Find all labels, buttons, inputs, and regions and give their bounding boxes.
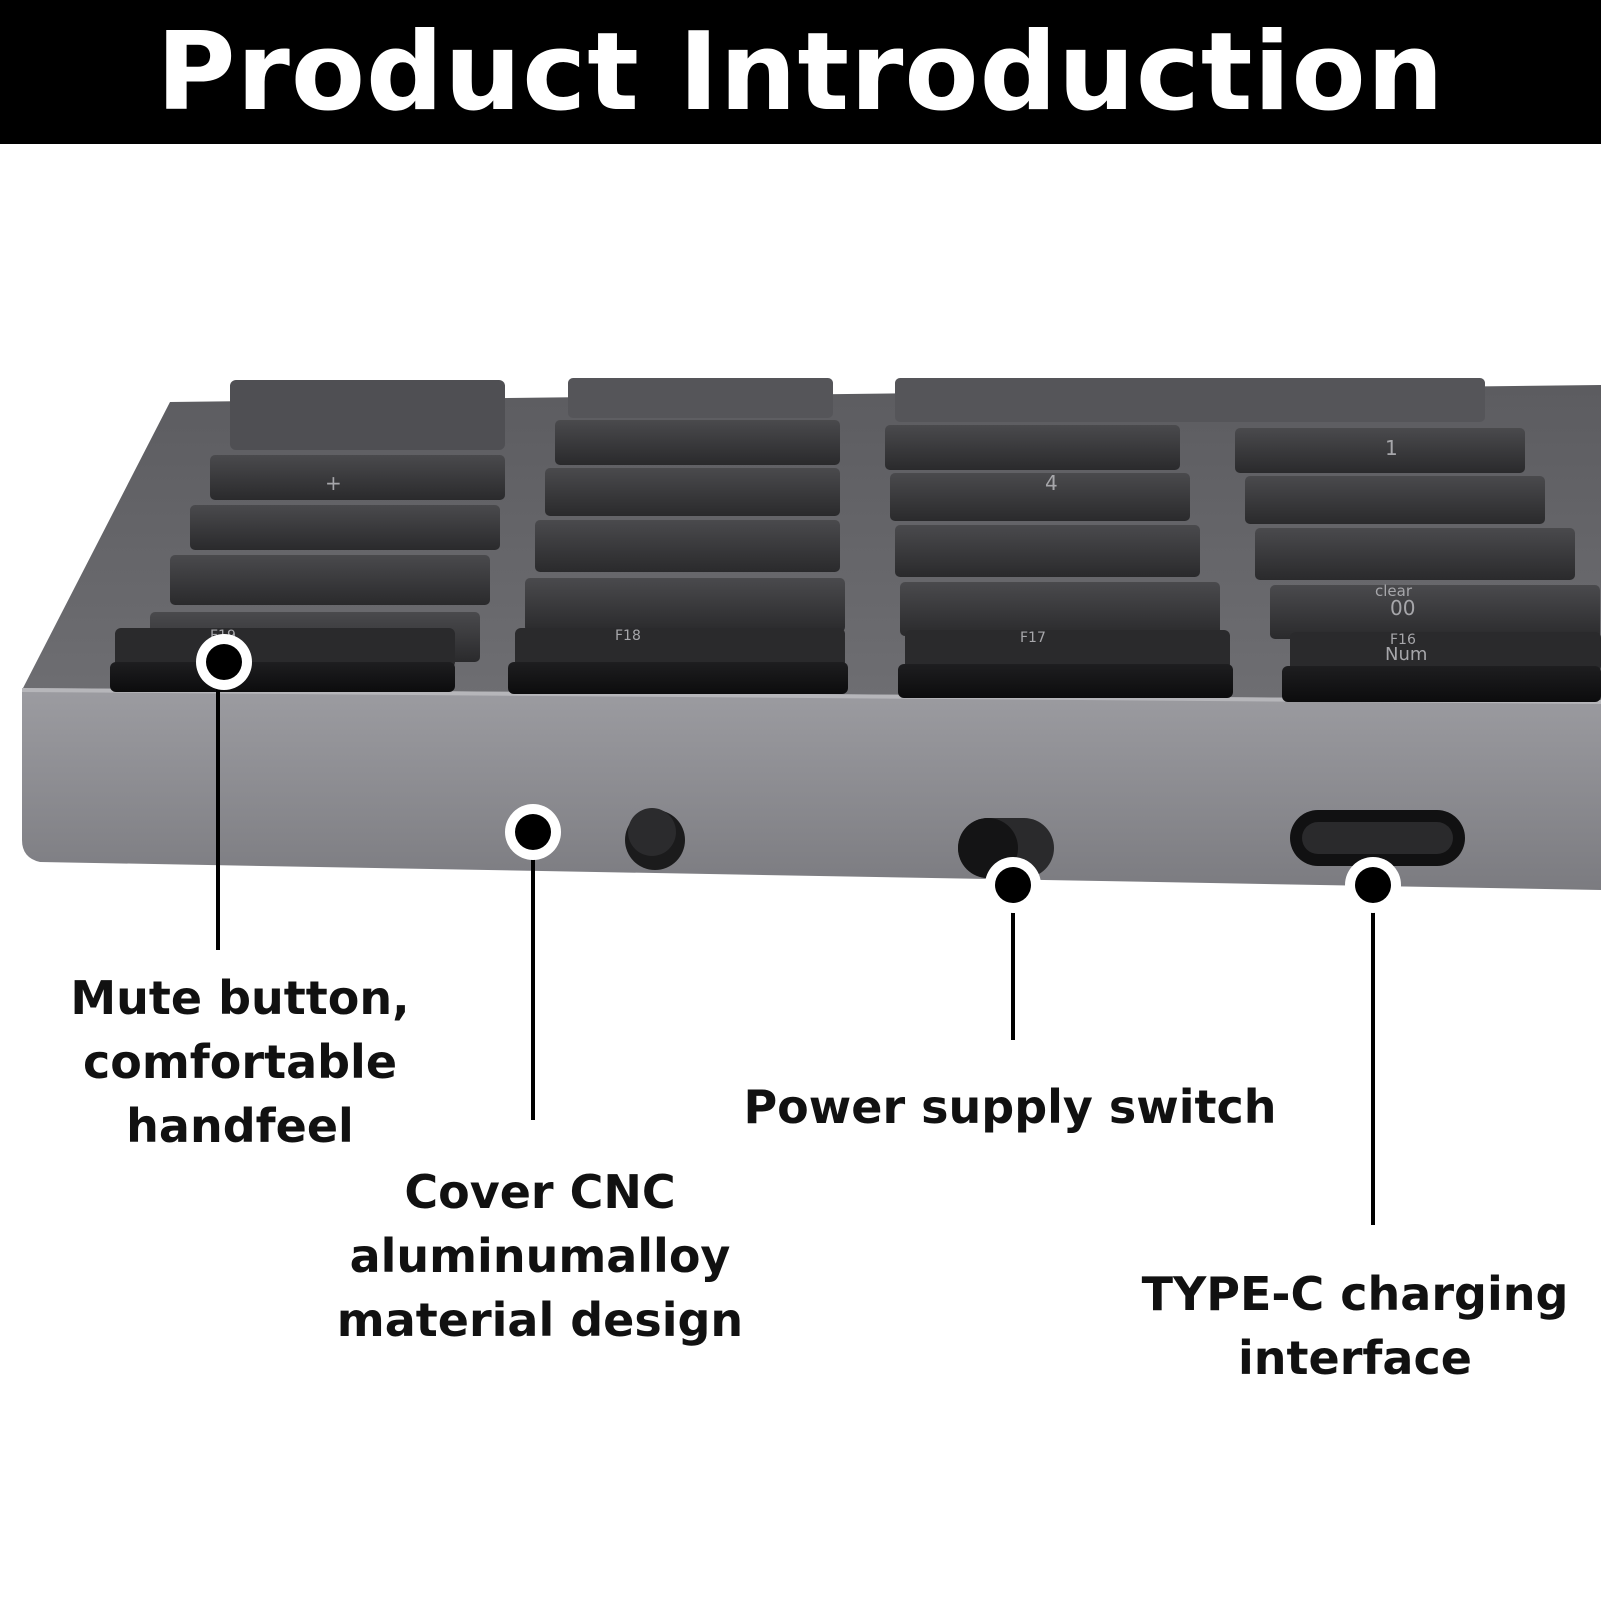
header-banner: Product Introduction — [0, 0, 1601, 144]
key — [555, 420, 840, 465]
key-num — [1290, 632, 1601, 672]
key-legend: + — [325, 471, 342, 495]
key-grid — [110, 378, 1601, 702]
key — [230, 380, 505, 450]
callout-power-switch: Power supply switch — [743, 1080, 1277, 1134]
key-f18 — [515, 628, 845, 668]
key — [568, 378, 833, 418]
callout-cover-material: Cover CNC aluminumalloy material design — [336, 1165, 744, 1347]
key-legend: 4 — [1045, 471, 1058, 495]
key-legends: + 4 1 F19 F18 F17 F16 Num 00 clear — [210, 436, 1427, 665]
key-num-front — [1282, 666, 1601, 702]
key — [170, 555, 490, 605]
key-legend: F16 — [1390, 632, 1416, 648]
callout-markers — [216, 662, 1375, 1225]
key — [525, 578, 845, 632]
key — [885, 425, 1180, 470]
key-legend: 00 — [1390, 596, 1415, 620]
key-legend: 1 — [1385, 436, 1398, 460]
key — [545, 468, 840, 516]
key — [895, 525, 1200, 577]
callout-dots — [196, 634, 1401, 913]
callout-mute-button: Mute button, comfortable handfeel — [70, 971, 410, 1153]
key — [1245, 476, 1545, 524]
key-legend: F17 — [1020, 630, 1046, 646]
key-f17-front — [898, 664, 1233, 698]
key — [895, 378, 1485, 422]
keypad-front-face — [22, 688, 1601, 890]
key — [190, 505, 500, 550]
key — [535, 520, 840, 572]
key — [900, 582, 1220, 636]
key — [1270, 585, 1600, 639]
page-title: Product Introduction — [156, 9, 1445, 135]
key — [890, 473, 1190, 521]
key — [1255, 528, 1575, 580]
key-f17 — [905, 630, 1230, 670]
key-legend: F18 — [615, 628, 641, 644]
callout-typec-port: TYPE-C charging interface — [1141, 1267, 1569, 1385]
key-f18-front — [508, 662, 848, 694]
key — [210, 455, 505, 500]
key — [1235, 428, 1525, 473]
key-legend: clear — [1375, 582, 1413, 600]
key-f19-front — [110, 662, 455, 692]
key-legend: Num — [1385, 644, 1427, 665]
